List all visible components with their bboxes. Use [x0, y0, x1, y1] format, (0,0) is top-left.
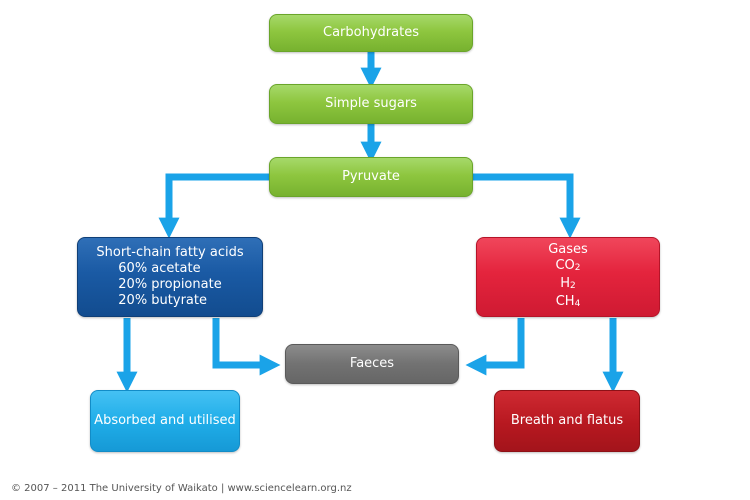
arrow-pyruvate-to-scfa: [158, 173, 271, 239]
scfa-title: Short-chain fatty acids: [96, 245, 244, 260]
faeces-label: Faeces: [349, 356, 395, 371]
simple-sugars-node: Simple sugars: [269, 84, 473, 124]
faeces-node: Faeces: [285, 344, 459, 384]
arrow-pyruvate-to-gases: [473, 173, 581, 239]
arrow-gases-to-faeces: [465, 318, 525, 376]
scfa-composition-list: 60% acetate 20% propionate 20% butyrate: [118, 261, 221, 309]
gas-ch4: CH4: [555, 294, 581, 309]
copyright-notice: © 2007 – 2011 The University of Waikato …: [11, 483, 352, 494]
arrow-scfa-to-faeces: [212, 318, 281, 376]
breath-label: Breath and flatus: [510, 413, 624, 428]
scfa-acetate: 60% acetate: [118, 261, 201, 276]
gas-h2: H2: [560, 276, 576, 291]
simple-sugars-label: Simple sugars: [325, 96, 417, 111]
scfa-butyrate: 20% butyrate: [118, 293, 207, 308]
pyruvate-label: Pyruvate: [342, 169, 400, 184]
pyruvate-node: Pyruvate: [269, 157, 473, 197]
carbohydrates-node: Carbohydrates: [269, 14, 473, 52]
scfa-propionate: 20% propionate: [118, 277, 222, 292]
gas-co2: CO2: [555, 258, 581, 273]
gases-title: Gases: [548, 242, 588, 257]
absorbed-and-utilised-node: Absorbed and utilised: [90, 390, 240, 452]
short-chain-fatty-acids-node: Short-chain fatty acids 60% acetate 20% …: [77, 237, 263, 317]
absorbed-label: Absorbed and utilised: [94, 413, 236, 428]
breath-and-flatus-node: Breath and flatus: [494, 390, 640, 452]
carbohydrates-label: Carbohydrates: [323, 25, 419, 40]
gases-node: Gases CO2 H2 CH4: [476, 237, 660, 317]
